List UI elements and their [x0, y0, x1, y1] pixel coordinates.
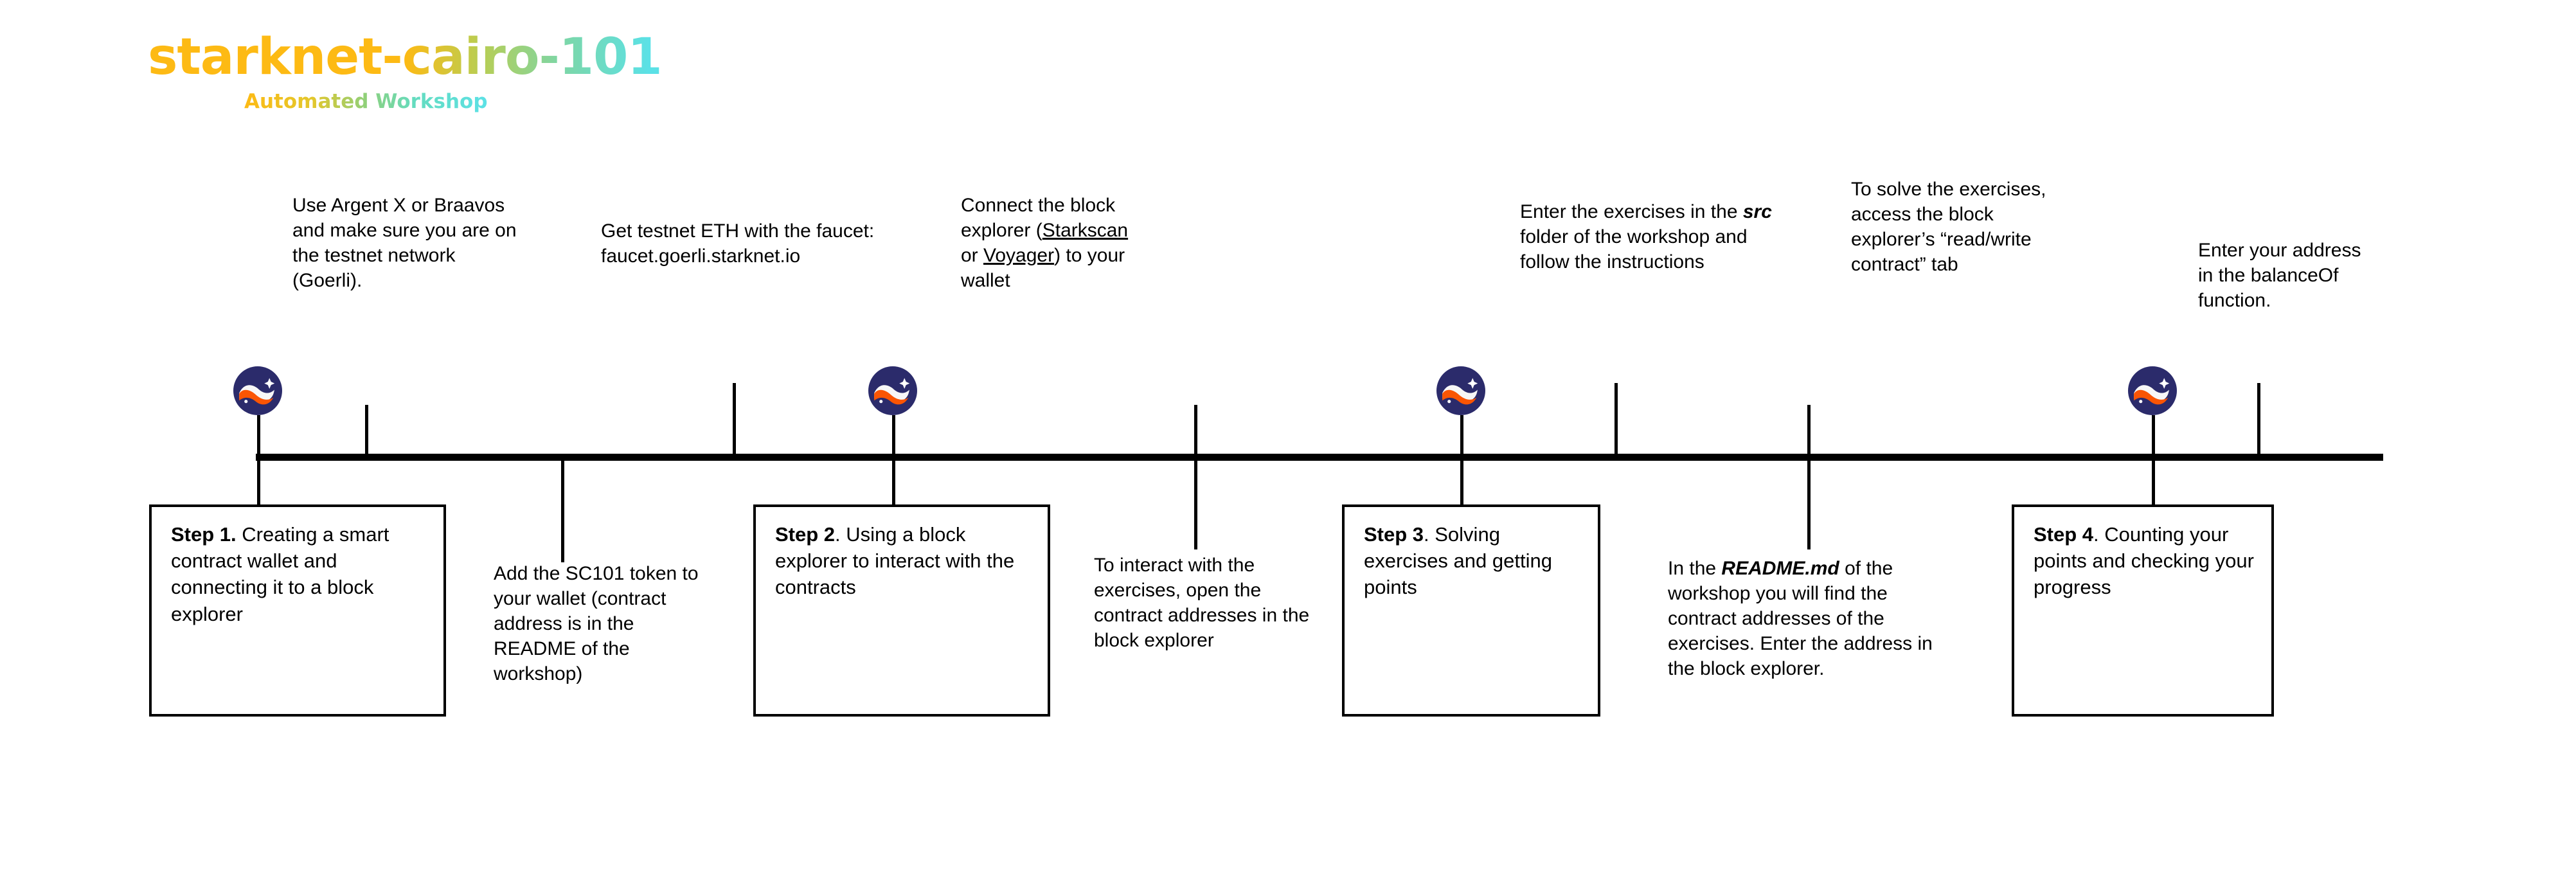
tick-above-3 — [733, 383, 736, 455]
tick-below-2 — [561, 459, 564, 562]
tick-above-7 — [1614, 383, 1618, 455]
step-2-text: . Using a block explorer to interact wit… — [775, 523, 1015, 599]
tick-above-9 — [2152, 415, 2155, 455]
tick-above-2 — [365, 405, 368, 455]
tick-below-5 — [1460, 459, 1463, 506]
note-sc101-token: Add the SC101 token to your wallet (cont… — [494, 563, 699, 684]
note-readme: In the README.md of the workshop you wil… — [1668, 556, 1944, 681]
tick-above-8 — [1807, 405, 1811, 455]
page-subtitle: Automated Workshop — [244, 90, 488, 113]
tick-above-10 — [2257, 383, 2260, 455]
tick-below-6 — [1807, 459, 1811, 549]
starknet-logo-icon — [233, 366, 282, 415]
title-block: starknet-cairo-101 Automated Workshop — [148, 32, 791, 113]
tick-above-5 — [1194, 405, 1197, 455]
note-readme-emphasis: README.md — [1721, 558, 1839, 579]
step-box-1[interactable]: Step 1. Creating a smart contract wallet… — [149, 504, 446, 717]
step-4-text: . Counting your points and checking your… — [2034, 523, 2254, 599]
note-readme-tail: of the workshop you will find the contra… — [1668, 558, 1933, 679]
note-connect-explorer-lead: Connect the block explorer ( — [961, 195, 1116, 241]
note-src-lead: Enter the exercises in the — [1520, 201, 1743, 222]
step-1-text: Creating a smart contract wallet and con… — [171, 523, 389, 625]
note-connect-explorer: Connect the block explorer (Starkscan or… — [961, 193, 1141, 293]
link-starkscan[interactable]: Starkscan — [1042, 220, 1129, 241]
tick-below-4 — [1194, 459, 1197, 549]
tick-above-6 — [1460, 415, 1463, 455]
link-voyager[interactable]: Voyager — [983, 245, 1055, 266]
tick-above-1 — [257, 415, 260, 455]
note-connect-explorer-tail: ) to your wallet — [961, 245, 1125, 291]
step-3-text: . Solving exercises and getting points — [1364, 523, 1552, 599]
step-box-3[interactable]: Step 3. Solving exercises and getting po… — [1342, 504, 1600, 717]
starknet-logo-icon — [868, 366, 917, 415]
page-title: starknet-cairo-101 — [148, 32, 791, 82]
tick-below-1 — [257, 459, 260, 506]
note-read-write: To solve the exercises, access the block… — [1851, 179, 2046, 275]
step-1-label: Step 1. — [171, 523, 237, 546]
step-4-label: Step 4 — [2034, 523, 2094, 546]
step-3-label: Step 3 — [1364, 523, 1424, 546]
starknet-logo-icon — [1436, 366, 1485, 415]
tick-below-7 — [2152, 459, 2155, 506]
note-wallet: Use Argent X or Braavos and make sure yo… — [292, 195, 517, 291]
note-faucet: Get testnet ETH with the faucet: faucet.… — [601, 220, 875, 267]
note-readme-lead: In the — [1668, 558, 1722, 579]
tick-above-4 — [892, 415, 895, 455]
starknet-logo-icon — [2128, 366, 2177, 415]
tick-below-3 — [892, 459, 895, 506]
note-open-contract: To interact with the exercises, open the… — [1094, 555, 1310, 651]
step-box-2[interactable]: Step 2. Using a block explorer to intera… — [753, 504, 1050, 717]
note-src-emphasis: src — [1742, 201, 1772, 222]
step-box-4[interactable]: Step 4. Counting your points and checkin… — [2012, 504, 2274, 717]
timeline-axis — [256, 454, 2383, 461]
note-src-folder: Enter the exercises in the src folder of… — [1520, 199, 1790, 274]
step-2-label: Step 2 — [775, 523, 836, 546]
note-balanceof: Enter your address in the balanceOf func… — [2198, 240, 2361, 311]
note-connect-explorer-mid: or — [961, 245, 984, 266]
note-src-tail: folder of the workshop and follow the in… — [1520, 226, 1748, 272]
